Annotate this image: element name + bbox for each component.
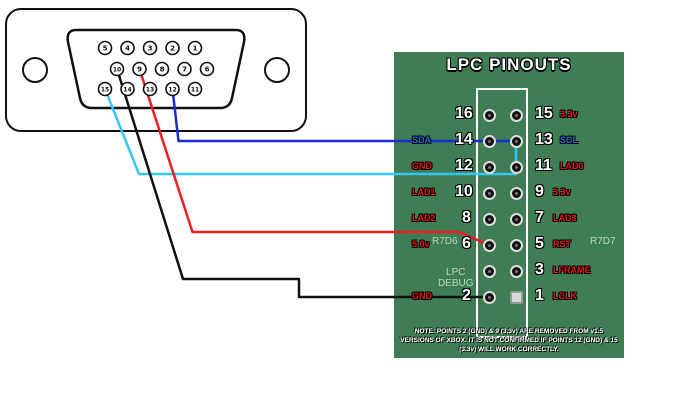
svg-text:15: 15 [101, 87, 109, 94]
pin-number-16: 16 [455, 105, 473, 122]
vga-pin-14: 14 [120, 81, 135, 97]
lpc-board: LPC PINOUTS R7D6 R7D7 LPC DEBUG NOTE: PO… [394, 52, 624, 358]
header-pin-6 [482, 238, 496, 252]
lpc-debug-label: LPC DEBUG [438, 267, 474, 289]
svg-text:4: 4 [125, 45, 130, 53]
svg-text:5: 5 [103, 45, 108, 53]
header-pin-3 [509, 264, 523, 278]
pin-number-3: 3 [535, 261, 544, 278]
header-pin-7 [509, 212, 523, 226]
vga-pin-15: 15 [97, 81, 113, 97]
svg-text:12: 12 [168, 87, 176, 94]
vga-pin-8: 8 [154, 61, 170, 77]
signal-label-8: LAD2 [412, 213, 436, 223]
header-pin-5 [509, 238, 523, 252]
signal-label-13: SCL [560, 135, 578, 145]
signal-label-14: SDA [412, 135, 432, 145]
wire-vga15-to-lpc14 [103, 88, 518, 176]
wire-vga9-to-lpc6 [138, 68, 490, 247]
vga-pin-11: 11 [187, 81, 203, 97]
header-pin-11 [509, 160, 523, 174]
signal-label-7: LAD3 [553, 213, 577, 223]
vga-pin-9: 9 [132, 61, 147, 77]
pin-number-6: 6 [462, 235, 471, 252]
svg-text:10: 10 [113, 67, 121, 74]
lpc-header [476, 88, 528, 338]
pin-number-11: 11 [535, 157, 552, 174]
vga-pin-7: 7 [177, 61, 192, 77]
pin-number-12: 12 [455, 157, 473, 174]
signal-label-6: 5.0v [412, 239, 430, 249]
svg-text:2: 2 [170, 45, 175, 53]
svg-text:9: 9 [137, 66, 142, 74]
signal-label-9: 3.3v [553, 187, 571, 197]
header-pin-8 [482, 212, 496, 226]
pin-number-2: 2 [462, 287, 471, 304]
header-pin-blank-6 [482, 264, 496, 278]
header-pin-1 [509, 290, 523, 304]
vga-pin-2: 2 [165, 40, 180, 56]
pin-number-7: 7 [535, 209, 544, 226]
signal-label-12: GND [412, 161, 432, 171]
pin-number-9: 9 [535, 183, 544, 200]
signal-label-1: LCLK [553, 291, 577, 301]
svg-text:3: 3 [148, 45, 153, 53]
silk-r7d7: R7D7 [590, 236, 616, 247]
vga-pin-10: 10 [109, 61, 125, 77]
signal-label-3: LFRAME [553, 265, 591, 275]
header-pin-14 [482, 134, 496, 148]
silk-r7d6: R7D6 [432, 236, 458, 247]
pin-number-1: 1 [535, 287, 544, 304]
vga-left-screw [22, 57, 48, 83]
svg-text:8: 8 [160, 66, 165, 74]
pin-number-15: 15 [535, 105, 553, 122]
signal-label-11: LAD0 [560, 161, 584, 171]
svg-text:14: 14 [123, 87, 131, 94]
signal-label-15: 3.3v [560, 109, 578, 119]
header-pin-9 [509, 186, 523, 200]
signal-label-10: LAD1 [412, 187, 436, 197]
header-pin-12 [482, 160, 496, 174]
vga-pin-3: 3 [142, 40, 158, 56]
signal-label-5: RST [553, 239, 571, 249]
svg-text:1: 1 [193, 45, 198, 53]
vga-right-screw [264, 57, 290, 83]
board-note: NOTE: POINTS 2 (GND) & 9 (3.3v) ARE REMO… [400, 328, 618, 353]
pin-number-13: 13 [535, 131, 553, 148]
header-pin-15 [509, 108, 523, 122]
wire-vga10-to-lpc2 [115, 68, 489, 299]
header-pin-16 [482, 108, 496, 122]
board-title: LPC PINOUTS [446, 55, 572, 74]
pin-number-8: 8 [462, 209, 471, 226]
header-pin-13 [509, 134, 523, 148]
svg-text:13: 13 [146, 87, 154, 94]
vga-pin-13: 13 [142, 81, 158, 97]
svg-text:6: 6 [205, 66, 210, 74]
wire-vga12-to-lpc13 [171, 88, 516, 143]
vga-pin-1: 1 [187, 40, 203, 56]
pin-number-10: 10 [455, 183, 473, 200]
svg-text:11: 11 [191, 87, 199, 94]
header-pin-2 [482, 290, 496, 304]
pin-number-14: 14 [455, 131, 473, 148]
svg-text:7: 7 [182, 66, 187, 74]
vga-pin-12: 12 [165, 81, 180, 97]
vga-pin-5: 5 [97, 40, 113, 56]
signal-label-2: GND [412, 291, 432, 301]
header-pin-10 [482, 186, 496, 200]
vga-pin-6: 6 [199, 61, 215, 77]
pin-number-5: 5 [535, 235, 544, 252]
vga-pin-4: 4 [120, 40, 135, 56]
